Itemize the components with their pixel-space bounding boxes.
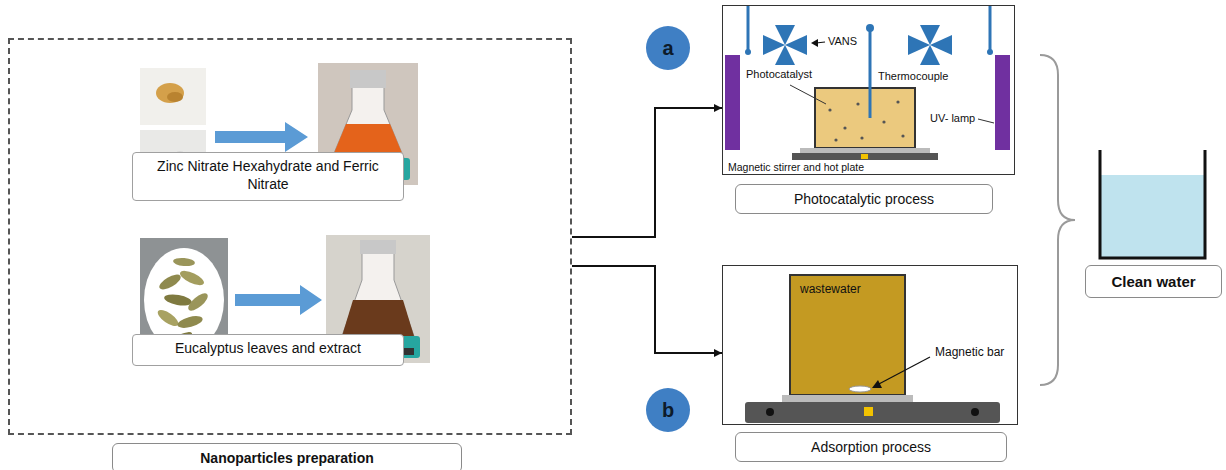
- photoreactor-part: [995, 55, 1010, 150]
- photoreactor-part: [792, 153, 938, 160]
- node-text: Adsorption process: [740, 439, 1002, 455]
- photoreactor-part: [920, 45, 940, 65]
- caption-box: Nanoparticles preparation: [112, 443, 462, 470]
- flow-arrow: [572, 108, 722, 237]
- part-label: Photocatalyst: [746, 68, 812, 81]
- clean-water-beaker-part: [1100, 175, 1205, 258]
- eucalyptus-photo-part: [173, 257, 196, 267]
- part-label: UV- lamp: [930, 112, 975, 125]
- adsorption-setup-part: [782, 395, 913, 402]
- photoreactor-part: [869, 28, 872, 118]
- zinc-salt-photos-part: [156, 83, 184, 103]
- adsorption-setup-part: [790, 275, 905, 395]
- node-text: Zinc Nitrate Hexahydrate and Ferric Nitr…: [141, 158, 395, 193]
- photoreactor-part: [843, 126, 846, 129]
- adsorption-setup-part: [872, 380, 882, 388]
- photoreactor-part: [882, 120, 885, 123]
- photoreactor-part: [896, 100, 899, 103]
- photoreactor: [725, 6, 1010, 160]
- photoreactor-part: [828, 108, 831, 111]
- adsorption-setup-part: [849, 386, 871, 392]
- material-label: Eucalyptus leaves and extract: [132, 334, 404, 366]
- extract-flask-photo-part: [360, 240, 396, 254]
- photoreactor-part: [815, 88, 915, 148]
- photoreactor-part: [987, 49, 993, 55]
- photoreactor-part: [834, 138, 837, 141]
- eucalyptus-photo-part: [163, 293, 192, 308]
- extract-flask-photo-part: [342, 252, 414, 336]
- output-label: Clean water: [1085, 265, 1222, 298]
- photoreactor-part: [775, 25, 795, 45]
- eucalyptus-photo-part: [178, 268, 206, 288]
- photoreactor-part: [861, 154, 868, 159]
- eucalyptus-photo-part: [186, 290, 211, 313]
- node-text: Nanoparticles preparation: [117, 450, 457, 466]
- caption-box: Adsorption process: [735, 432, 1007, 462]
- clean-water-beaker: [1100, 150, 1205, 258]
- part-label: wastewater: [800, 282, 861, 296]
- part-label: Magnetic bar: [935, 345, 1004, 359]
- process-panel: Photocatalytic process: [722, 5, 1015, 175]
- photoreactor-part: [811, 39, 818, 47]
- photoreactor-part: [920, 25, 940, 45]
- flask-photo-part: [350, 70, 386, 88]
- part-label: VANS: [828, 35, 857, 48]
- photoreactor-part: [775, 45, 795, 65]
- node-text: Clean water: [1090, 273, 1217, 290]
- adsorption-setup-part: [877, 357, 930, 385]
- photoreactor-part: [725, 55, 740, 150]
- node-text: a: [662, 37, 673, 60]
- photoreactor-part: [978, 119, 994, 123]
- photoreactor-part: [866, 24, 874, 32]
- eucalyptus-photo-part: [176, 314, 204, 330]
- photoreactor-part: [800, 148, 930, 153]
- photoreactor-part: [790, 85, 826, 104]
- part-label: Magnetic stirrer and hot plate: [728, 161, 864, 174]
- photoreactor-part: [856, 102, 859, 105]
- process-arrow: [215, 122, 308, 152]
- photoreactor-part: [747, 6, 750, 52]
- process-arrow: [235, 285, 322, 315]
- adsorption-setup-part: [766, 408, 774, 416]
- node-text: Photocatalytic process: [740, 191, 988, 207]
- flask-photo-part: [332, 86, 404, 158]
- grouping-brace: [1040, 55, 1075, 385]
- eucalyptus-photo-part: [155, 307, 180, 329]
- adsorption-setup-part: [971, 408, 979, 416]
- eucalyptus-photo-part: [157, 272, 183, 293]
- photoreactor-part: [901, 134, 904, 137]
- photoreactor-part: [745, 49, 751, 55]
- extract-flask-photo-part: [342, 300, 414, 336]
- step-marker: b: [646, 388, 690, 432]
- clean-water-beaker-part: [1100, 150, 1205, 258]
- adsorption-setup-part: [864, 407, 873, 416]
- preparation-region: Nanoparticles preparationZinc Nitrate He…: [8, 38, 572, 435]
- caption-box: Photocatalytic process: [735, 184, 993, 214]
- photoreactor-part: [860, 136, 863, 139]
- material-label: Zinc Nitrate Hexahydrate and Ferric Nitr…: [132, 152, 404, 201]
- adsorption-setup-part: [745, 402, 1000, 423]
- zinc-salt-photos-part: [167, 92, 183, 102]
- photoreactor-part: [989, 6, 992, 52]
- part-label: Thermocouple: [878, 70, 948, 83]
- step-marker: a: [646, 26, 690, 70]
- node-text: Eucalyptus leaves and extract: [141, 340, 395, 358]
- zinc-salt-photos-part: [140, 68, 206, 125]
- flow-arrow: [572, 266, 722, 353]
- node-text: b: [662, 399, 674, 422]
